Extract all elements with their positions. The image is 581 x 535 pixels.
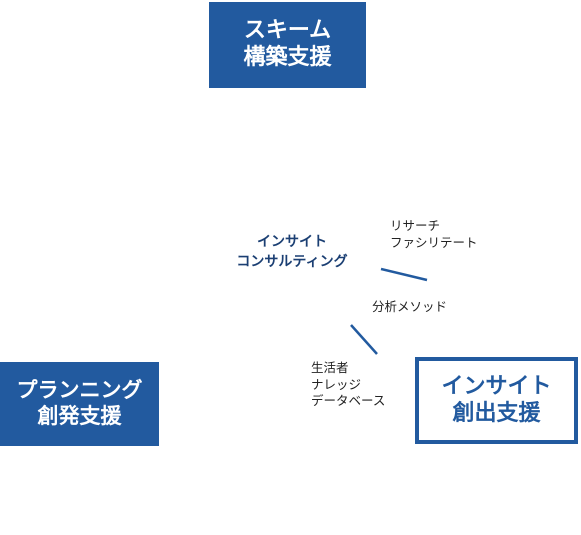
planning-support-line2: 創発支援 [37,404,122,428]
scheme-support-box: スキーム 構築支援 [209,2,366,88]
method-label-line1: 分析メソッド [372,299,448,314]
knowledge-label-line1: 生活者 [311,360,349,375]
knowledge-label-line3: データベース [311,393,386,408]
planning-support-box-text: プランニング 創発支援 [17,378,143,429]
research-facilitate-label: リサーチ ファシリテート [390,218,478,251]
consumer-knowledge-label: 生活者 ナレッジ データベース [311,360,385,410]
center-title-line2: コンサルティング [236,254,348,271]
center-title: インサイト コンサルティング [222,232,362,273]
insight-support-line1: インサイト [441,373,552,399]
research-label-line2: ファシリテート [390,234,478,250]
planning-support-line1: プランニング [16,378,143,403]
analysis-method-label: 分析メソッド [372,299,447,316]
knowledge-label-line2: ナレッジ [311,376,362,392]
planning-support-box: プランニング 創発支援 [0,362,159,446]
insight-support-line2: 創出支援 [452,400,541,426]
insight-support-box: インサイト 創出支援 [415,357,578,444]
scheme-support-line1: スキーム [243,18,332,44]
scheme-support-line2: 構築支援 [243,45,332,70]
research-label-line1: リサーチ [390,218,441,233]
connector-line-research [380,267,428,282]
connector-line-knowledge [350,324,378,355]
scheme-support-box-text: スキーム 構築支援 [243,18,331,72]
insight-support-box-text: インサイト 創出支援 [441,374,551,428]
center-title-line1: インサイト [257,234,327,250]
